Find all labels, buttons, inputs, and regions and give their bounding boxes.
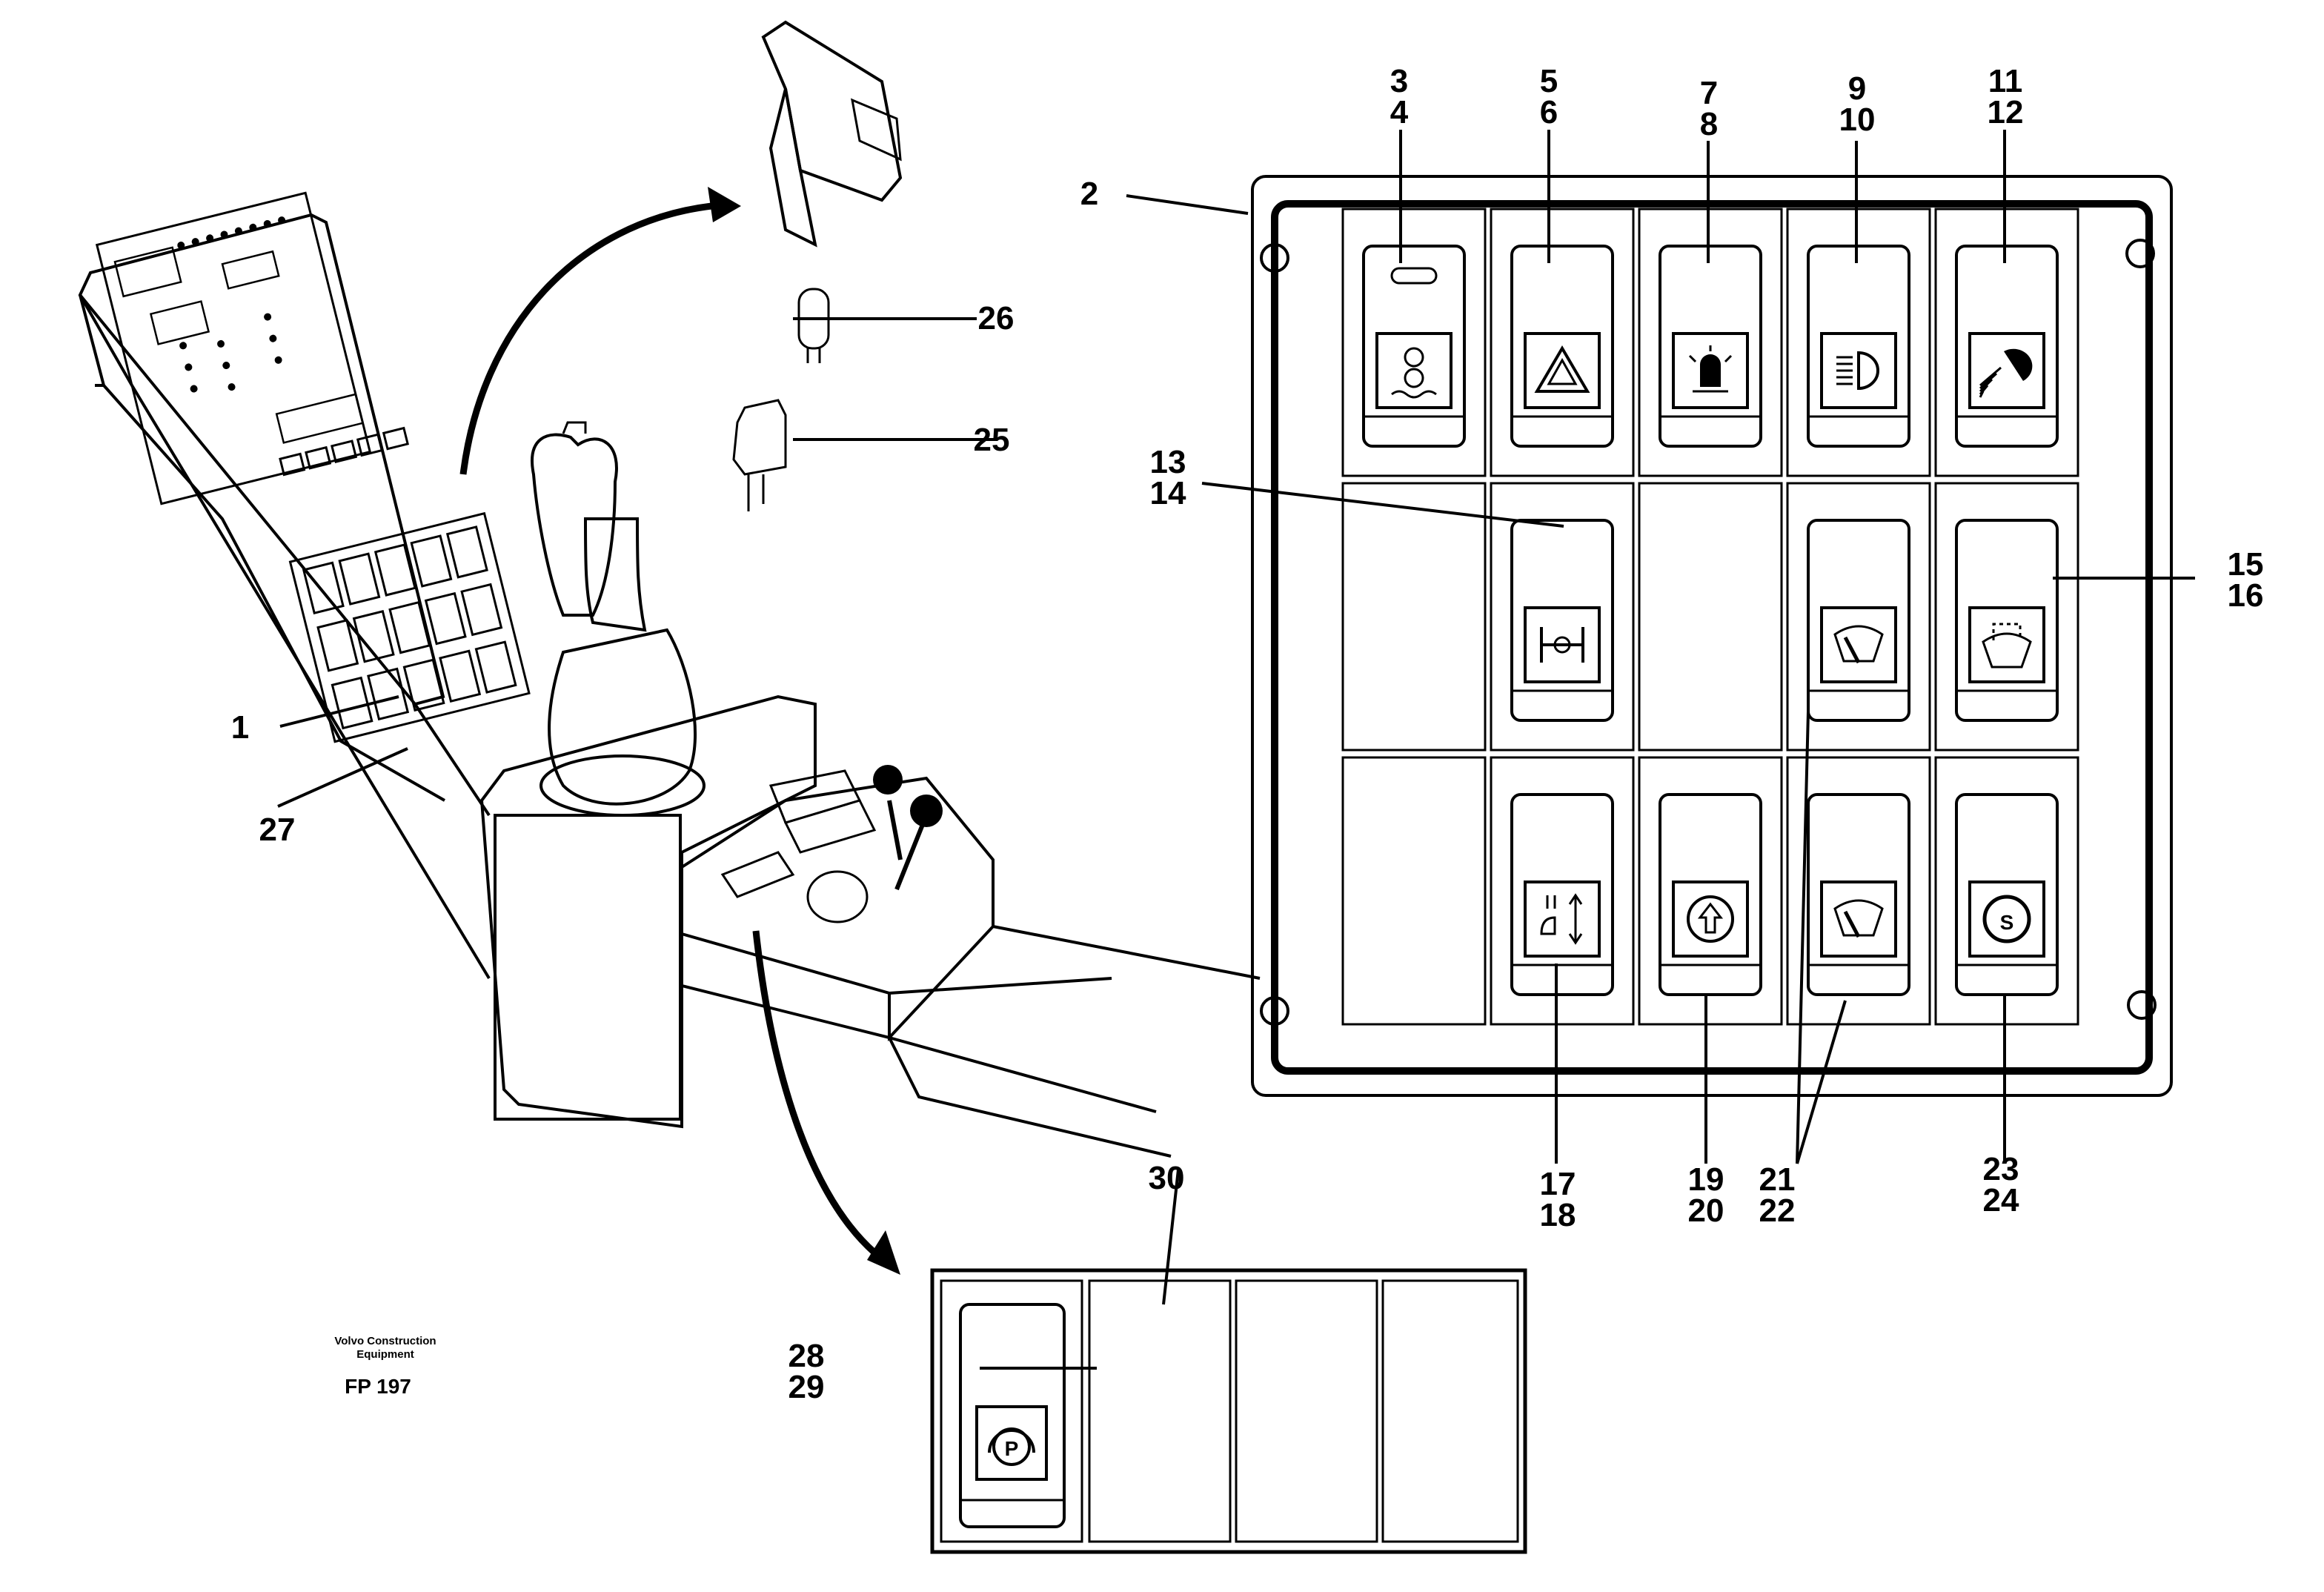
rocker-switch-r2c2 (1510, 519, 1614, 722)
callout-17: 17 (1540, 1166, 1576, 1202)
rocker-switch-r3c2 (1510, 793, 1614, 996)
boom-float-icon (1540, 893, 1583, 945)
svg-text:P: P (1005, 1437, 1019, 1460)
callout-30: 30 (1149, 1160, 1185, 1196)
callout-21: 21 (1759, 1161, 1796, 1198)
callout-15: 15 (2228, 546, 2264, 583)
parking-brake-icon: P (988, 1427, 1035, 1466)
callout-6: 6 (1540, 94, 1558, 130)
rocker-switch-r1c1 (1362, 245, 1466, 448)
figure-code: FP 197 (345, 1375, 411, 1398)
callout-28: 28 (788, 1338, 825, 1374)
callout-25: 25 (974, 422, 1010, 458)
control-console-illustration (78, 191, 1261, 1158)
rocker-switch-r1c4 (1807, 245, 1910, 448)
rocker-switch-r1c3 (1659, 245, 1762, 448)
svg-text:S: S (2000, 911, 2014, 934)
rocker-switch-r1c2 (1510, 245, 1614, 448)
rocker-switch-r3c3 (1659, 793, 1762, 996)
switch-panel-diagram: S (1251, 175, 2173, 1097)
service-brake-icon: S (1982, 895, 2031, 943)
arrow-up-icon (1687, 895, 1734, 943)
callout-11: 11 (1988, 63, 2023, 99)
hazard-warning-icon (1534, 345, 1590, 393)
callout-18: 18 (1540, 1197, 1576, 1233)
differential-lock-icon (1540, 627, 1584, 663)
callout-5: 5 (1540, 63, 1558, 99)
callout-3: 3 (1390, 63, 1408, 99)
callout-16: 16 (2228, 577, 2264, 614)
callout-24: 24 (1983, 1182, 2019, 1218)
callout-4: 4 (1390, 94, 1409, 130)
rocker-switch-r3c5: S (1955, 793, 2059, 996)
callout-20: 20 (1688, 1193, 1724, 1229)
callout-8: 8 (1700, 106, 1718, 142)
callout-2: 2 (1080, 176, 1098, 212)
front-wiper-icon (1833, 625, 1884, 664)
rotating-drum-icon (1391, 347, 1437, 399)
callout-7: 7 (1700, 75, 1718, 111)
callout-19: 19 (1688, 1161, 1724, 1198)
callout-27: 27 (259, 812, 296, 848)
callout-9: 9 (1848, 70, 1866, 107)
rear-wiper-icon (1833, 899, 1884, 938)
publisher-line-2: Equipment (356, 1348, 414, 1361)
callout-22: 22 (1759, 1193, 1796, 1229)
rocker-switch-r2c4 (1807, 519, 1910, 722)
work-light-icon (1979, 348, 2033, 398)
callout-14: 14 (1150, 475, 1186, 511)
rotating-beacon-icon (1688, 345, 1733, 393)
publisher-line-1: Volvo Construction (334, 1335, 436, 1347)
callout-26: 26 (978, 300, 1015, 336)
rocker-switch-r3c4 (1807, 793, 1910, 996)
parking-panel-diagram: P (930, 1268, 1527, 1554)
callout-13: 13 (1150, 444, 1186, 480)
rocker-switch-r2c5 (1955, 519, 2059, 722)
callout-1: 1 (231, 709, 249, 746)
rocker-switch-r1c5 (1955, 245, 2059, 448)
rear-washer-icon (1982, 623, 2032, 669)
callout-29: 29 (788, 1369, 825, 1405)
callout-23: 23 (1983, 1151, 2019, 1187)
callout-10: 10 (1839, 102, 1876, 138)
headlight-icon (1836, 351, 1879, 391)
callout-12: 12 (1988, 94, 2024, 130)
